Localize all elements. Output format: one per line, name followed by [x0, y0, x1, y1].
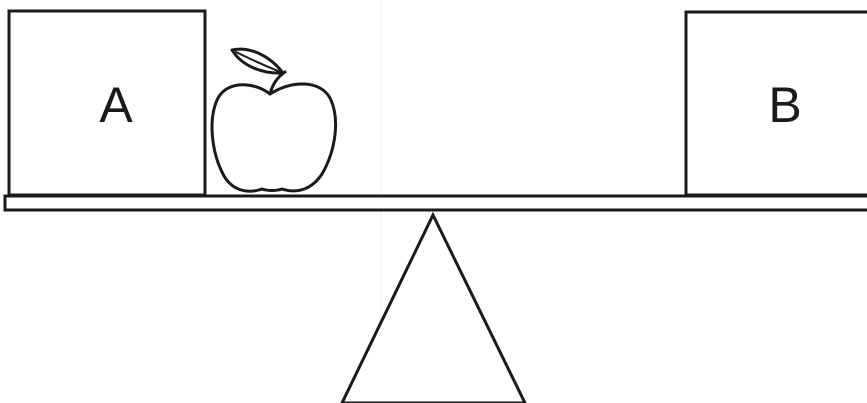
box-a-label: A — [99, 77, 133, 133]
box-b: B — [686, 12, 867, 195]
box-b-label: B — [768, 77, 801, 133]
fulcrum-triangle — [342, 215, 525, 403]
apple-icon — [212, 49, 336, 191]
box-a: A — [9, 11, 205, 195]
apple-body — [212, 84, 336, 191]
balance-beam — [5, 196, 867, 210]
